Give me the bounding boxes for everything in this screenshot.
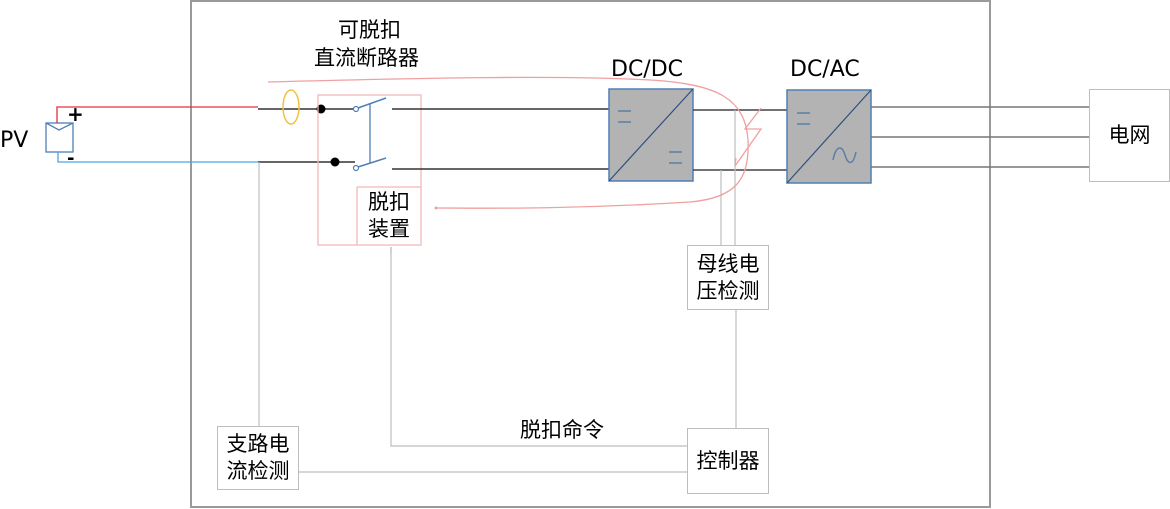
pv-plus-sign: + — [67, 102, 84, 126]
trip-device-line1: 脱扣 — [368, 190, 410, 214]
negative-wire — [57, 152, 258, 163]
dcac-inverter — [786, 89, 872, 184]
grid-box: 电网 — [1089, 89, 1170, 182]
branch-current-detection-box: 支路电 流检测 — [217, 426, 299, 490]
breaker-frame — [317, 94, 422, 246]
ac-sine-icon — [832, 147, 857, 164]
trip-command-label: 脱扣命令 — [520, 418, 604, 442]
breaker-title-line1: 可脱扣 — [338, 18, 401, 42]
junction-dot — [330, 157, 340, 167]
junction-dot — [316, 104, 326, 114]
bus-voltage-line2: 压检测 — [696, 278, 760, 303]
trip-device-box: 脱扣 装置 — [357, 187, 421, 245]
switch-icon — [352, 97, 387, 172]
breaker-title-line2: 直流断路器 — [314, 46, 419, 70]
pv-minus-sign: - — [67, 148, 75, 169]
controller-label: 控制器 — [696, 448, 760, 473]
dc-symbol-icon — [797, 112, 810, 125]
current-transformer-icon — [282, 89, 300, 125]
branch-current-line2: 流检测 — [226, 459, 290, 483]
grid-label: 电网 — [1108, 123, 1151, 147]
system-frame — [190, 0, 991, 508]
dcdc-converter — [608, 88, 694, 182]
trip-command-wire — [390, 247, 687, 447]
controller-box: 控制器 — [687, 428, 769, 494]
bus-voltage-line1: 母线电 — [696, 251, 760, 276]
lightning-fault-icon — [734, 107, 763, 167]
trip-device-line2: 装置 — [368, 217, 410, 241]
branch-current-line1: 支路电 — [226, 432, 290, 456]
dc-symbol-icon — [618, 110, 682, 164]
solar-panel-icon — [45, 122, 74, 153]
positive-wire — [56, 106, 258, 123]
dcac-label: DC/AC — [790, 57, 860, 82]
bus-voltage-detection-box: 母线电 压检测 — [687, 245, 769, 310]
fault-loop-annotation — [267, 76, 749, 209]
pv-label: PV — [0, 128, 29, 153]
dcdc-label: DC/DC — [611, 57, 684, 82]
